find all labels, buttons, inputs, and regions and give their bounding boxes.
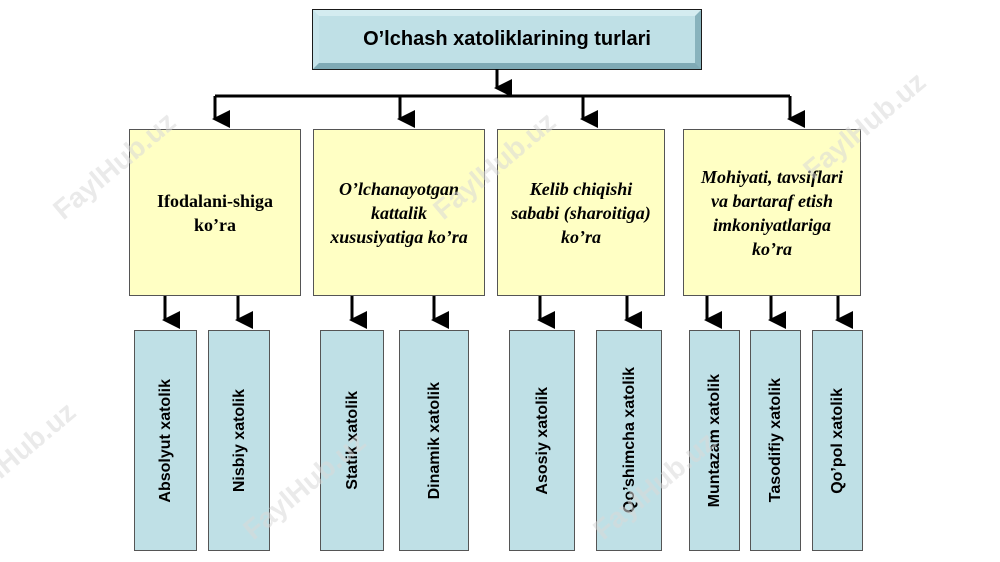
leaf-box-gross-error: Qo’pol xatolik (812, 330, 863, 551)
category-box-quantity-property: O’lchanayotgan kattalik xususiyatiga ko’… (313, 129, 485, 296)
leaf-box-main-error: Asosiy xatolik (509, 330, 575, 551)
category-box-origin-cause: Kelib chiqishi sababi (sharoitiga) ko’ra (497, 129, 665, 296)
category-box-expression: Ifodalani-shiga ko’ra (129, 129, 301, 296)
leaf-box-static-error: Statik xatolik (320, 330, 384, 551)
leaf-box-dynamic-error: Dinamik xatolik (399, 330, 469, 551)
category-box-nature: Mohiyati, tavsiflari va bartaraf etish i… (683, 129, 861, 296)
leaf-box-random-error: Tasodifiy xatolik (750, 330, 801, 551)
diagram-title: O’lchash xatoliklarining turlari (312, 9, 702, 70)
leaf-box-absolute-error: Absolyut xatolik (134, 330, 197, 551)
leaf-box-systematic-error: Muntazam xatolik (689, 330, 740, 551)
leaf-box-additional-error: Qo’shimcha xatolik (596, 330, 662, 551)
leaf-box-relative-error: Nisbiy xatolik (208, 330, 270, 551)
